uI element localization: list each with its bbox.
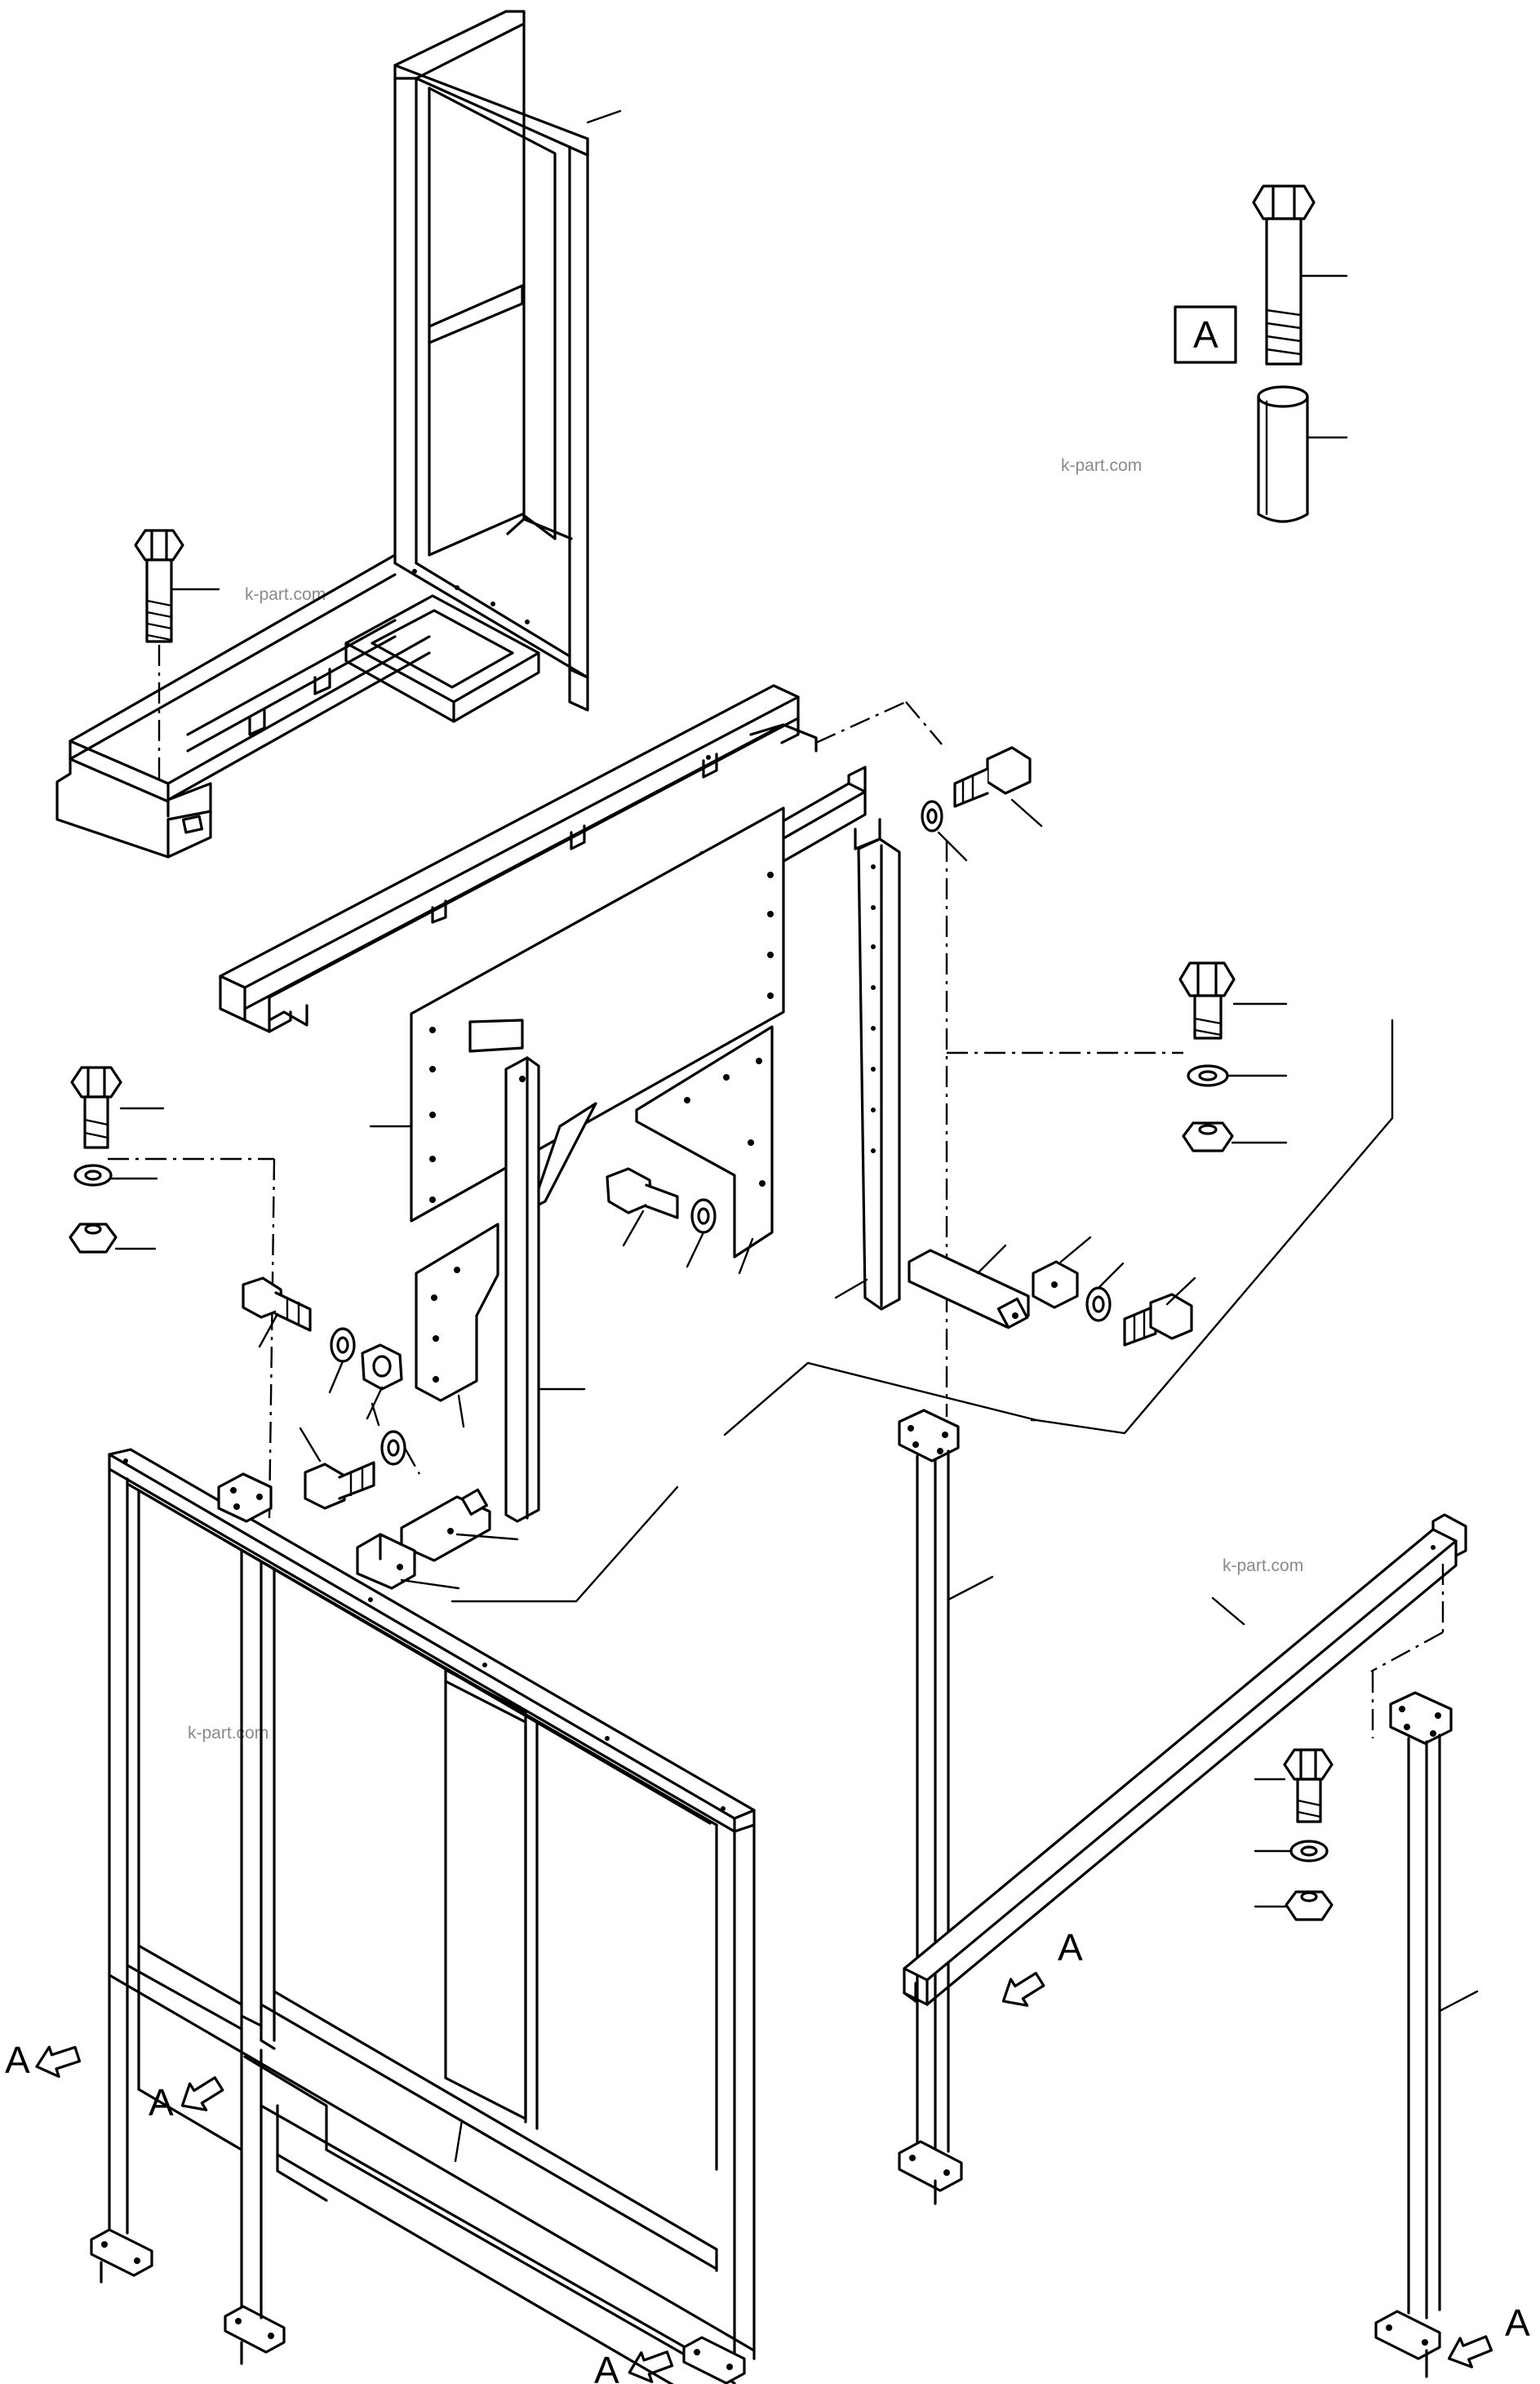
leader-line: [400, 1578, 460, 1590]
center-right-post: [898, 1409, 963, 2205]
angled-gusset-plate: [635, 1025, 774, 1259]
lower-left-bolt: [304, 1461, 375, 1510]
leader-line: [1059, 1236, 1092, 1263]
leader-line: [937, 831, 968, 862]
leader-line: [1211, 1596, 1245, 1626]
view-arrow-a-1-label: A: [5, 2039, 30, 2081]
leader-line: [328, 1360, 344, 1394]
leader-line: [834, 1278, 868, 1299]
long-leader-right: [723, 1019, 1394, 1436]
right-stack-washer: [1187, 1064, 1229, 1087]
view-a-box: [1174, 305, 1237, 364]
mid-right-clamp-bar: [908, 1249, 1030, 1330]
center-left-bolt: [242, 1276, 312, 1332]
center-left-nut: [361, 1343, 403, 1391]
center-line: [403, 1447, 421, 1475]
view-arrow-a-5-label: A: [1505, 2302, 1530, 2344]
watermark-2: k-part.com: [1061, 456, 1142, 475]
leader-line: [455, 1533, 519, 1541]
mid-right-clamp-block: [1032, 1260, 1079, 1309]
far-right-bolt: [1283, 1748, 1334, 1823]
upper-right-washer: [921, 800, 943, 832]
leader-line: [738, 1237, 754, 1275]
leader-line: [457, 1394, 465, 1428]
leader-line: [366, 1386, 384, 1420]
far-right-nut: [1285, 1890, 1334, 1921]
view-arrow-a-2: A: [149, 2075, 224, 2124]
view-a-label: A: [1193, 313, 1218, 356]
leader-line: [1165, 1276, 1196, 1306]
leader-line: [299, 1427, 322, 1463]
leader-line: [622, 1210, 645, 1247]
lower-left-clamp-block: [356, 1533, 416, 1590]
center-mid-washer: [690, 1198, 717, 1234]
detail-bolt: [1252, 184, 1316, 366]
center-line: [268, 1158, 276, 1519]
watermark-3: k-part.com: [1223, 1556, 1303, 1575]
top-frame-assembly: [55, 10, 622, 859]
left-stack-washer: [73, 1164, 113, 1187]
watermark-1: k-part.com: [245, 585, 326, 604]
vertical-strap: [504, 1056, 540, 1523]
upper-right-bolt: [953, 746, 1032, 808]
leader-line: [1010, 798, 1043, 828]
lower-left-bracket: [415, 1223, 499, 1402]
leader-line: [258, 1312, 279, 1348]
center-line: [815, 700, 907, 744]
view-arrow-a-4-label: A: [1058, 1926, 1083, 1969]
leader-line: [1097, 1262, 1125, 1290]
right-stack-bolt: [1178, 961, 1236, 1040]
watermark-4: k-part.com: [188, 1724, 269, 1742]
view-arrow-a-3-label: A: [594, 2349, 619, 2384]
view-arrow-a-5: A: [1447, 2302, 1530, 2368]
main-front-frame: [90, 1448, 756, 2384]
view-arrow-a-2-label: A: [149, 2081, 174, 2124]
center-line: [1370, 1631, 1444, 1673]
far-right-washer: [1289, 1840, 1329, 1862]
left-stack-nut: [69, 1223, 118, 1254]
mid-right-bolt: [1123, 1293, 1193, 1347]
right-stack-nut: [1182, 1121, 1234, 1152]
long-leader-center: [450, 1485, 679, 1603]
leader-line: [1438, 1990, 1479, 2013]
leader-line: [686, 1231, 705, 1268]
leader-line: [586, 109, 622, 124]
top-left-bolt: [134, 529, 184, 643]
detail-a-group: A: [1174, 184, 1348, 523]
center-left-washer: [330, 1327, 356, 1363]
detail-sleeve: [1257, 385, 1309, 523]
center-line: [905, 701, 943, 745]
view-arrow-a-4: A: [1001, 1926, 1083, 2007]
leader-line: [947, 1575, 994, 1601]
diagonal-brace: [530, 1102, 597, 1210]
right-angle-bar: [854, 818, 901, 1311]
left-stack-bolt: [70, 1066, 122, 1149]
leader-line: [371, 1402, 380, 1427]
center-mid-bolt: [606, 1167, 679, 1219]
long-channel-beam: [219, 684, 818, 1033]
washer-hole: [926, 808, 938, 824]
lower-left-washer: [380, 1430, 406, 1466]
right-channel-beam: [903, 1513, 1467, 2006]
mid-right-washer: [1085, 1286, 1112, 1322]
leader-line: [976, 1244, 1007, 1275]
perforated-mounting-plate: [369, 806, 785, 1223]
far-right-post: [1374, 1691, 1453, 2378]
view-arrow-a-3: A: [594, 2349, 674, 2384]
view-arrow-a-1: A: [5, 2039, 82, 2081]
leader-line: [454, 2119, 464, 2163]
